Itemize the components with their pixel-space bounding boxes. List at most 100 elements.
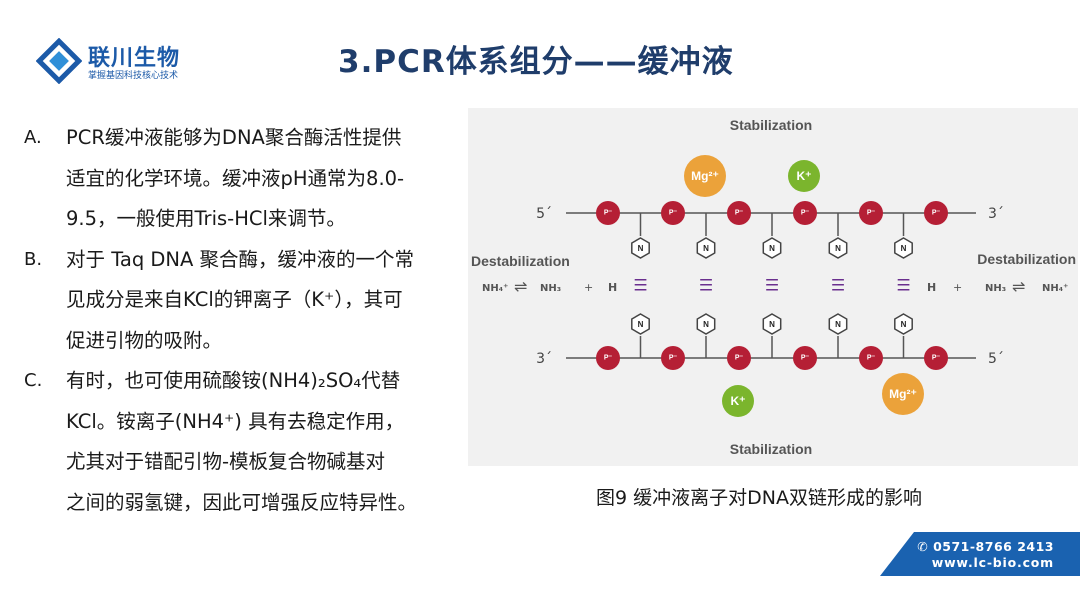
base-hexagon — [696, 237, 716, 259]
hydrogen-bond: ☰ — [896, 278, 910, 295]
phosphate-circle — [727, 201, 751, 225]
contact-phone: ✆ 0571-8766 2413 — [917, 539, 1054, 554]
base-label: N — [901, 244, 907, 253]
logo-diamond-icon — [36, 38, 82, 84]
top-strand-5prime: 5´ — [536, 206, 552, 222]
phosphate-circle — [661, 201, 685, 225]
mg-ion-top-label: Mg²⁺ — [691, 169, 719, 183]
k-ion-top-label: K⁺ — [797, 169, 812, 183]
base-label: N — [703, 244, 709, 253]
ammonium-left: NH₄⁺ — [482, 283, 508, 294]
base-hexagon — [828, 313, 848, 335]
phosphate-label: P⁻ — [669, 355, 678, 362]
list-line: 适宜的化学环境。缓冲液pH通常为8.0- — [66, 166, 405, 190]
phosphate-circle — [859, 346, 883, 370]
list-line: KCl。铵离子(NH4⁺) 具有去稳定作用， — [66, 409, 405, 433]
dna-diagram: NN☰NN☰NN☰NN☰NN☰P⁻P⁻P⁻P⁻P⁻P⁻P⁻P⁻P⁻P⁻P⁻P⁻M… — [471, 117, 1076, 457]
base-hexagon — [631, 237, 650, 259]
stabilization-top-label: Stabilization — [730, 117, 812, 133]
slide-title: 3.PCR体系组分——缓冲液 — [338, 44, 734, 80]
base-hexagon — [631, 313, 650, 335]
phosphate-circle — [924, 201, 948, 225]
phosphate-label: P⁻ — [735, 355, 744, 362]
list-line: PCR缓冲液能够为DNA聚合酶活性提供 — [66, 126, 402, 149]
hydrogen-bond: ☰ — [699, 278, 713, 295]
list-line: 促进引物的吸附。 — [66, 328, 223, 352]
list-line: 对于 Taq DNA 聚合酶，缓冲液的一个常 — [66, 247, 415, 271]
hydrogen-bond: ☰ — [633, 278, 647, 295]
stabilization-bottom-label: Stabilization — [730, 441, 812, 457]
bullet-list: A. PCR缓冲液能够为DNA聚合酶活性提供 适宜的化学环境。缓冲液pH通常为8… — [24, 118, 469, 523]
hydrogen-bond: ☰ — [831, 278, 845, 295]
top-strand-3prime: 3´ — [988, 206, 1004, 222]
logo-tagline: 掌握基因科技核心技术 — [88, 71, 179, 81]
plus-left: + — [584, 281, 593, 294]
list-line: 有时，也可使用硫酸铵(NH4)₂SO₄代替 — [66, 369, 401, 392]
k-ion-bottom-label: K⁺ — [731, 394, 746, 408]
hydrogen-left: H — [608, 281, 617, 294]
phosphate-circle — [596, 346, 620, 370]
phosphate-circle — [924, 346, 948, 370]
list-marker: B. — [24, 248, 43, 270]
base-label: N — [835, 244, 841, 253]
contact-website[interactable]: www.lc-bio.com — [931, 555, 1054, 570]
base-label: N — [835, 320, 841, 329]
phosphate-circle — [793, 346, 817, 370]
ammonia-right: NH₃ — [985, 283, 1006, 294]
phosphate-label: P⁻ — [867, 210, 876, 217]
hydrogen-bond: ☰ — [765, 278, 779, 295]
phosphate-circle — [596, 201, 620, 225]
base-label: N — [769, 244, 775, 253]
plus-right: + — [953, 281, 962, 294]
phosphate-label: P⁻ — [801, 210, 810, 217]
list-item-c: C. 有时，也可使用硫酸铵(NH4)₂SO₄代替 KCl。铵离子(NH4⁺) 具… — [24, 361, 469, 523]
base-label: N — [703, 320, 709, 329]
base-label: N — [638, 320, 644, 329]
contact-background — [880, 532, 1080, 576]
k-ion-top — [788, 160, 820, 192]
list-line: 9.5，一般使用Tris-HCl来调节。 — [66, 207, 346, 230]
mg-ion-bottom — [882, 373, 924, 415]
logo-name: 联川生物 — [88, 46, 181, 71]
destabilization-left-label: Destabilization — [471, 253, 570, 269]
phosphate-label: P⁻ — [604, 210, 613, 217]
hydrogen-right: H — [927, 281, 936, 294]
figure-caption: 图9 缓冲液离子对DNA双链形成的影响 — [596, 487, 922, 509]
equilibrium-arrow-right: ⇌ — [1012, 277, 1025, 296]
ammonium-right: NH₄⁺ — [1042, 283, 1068, 294]
company-logo: 联川生物 掌握基因科技核心技术 — [36, 38, 186, 84]
base-hexagon — [828, 237, 848, 259]
mg-ion-top — [684, 155, 726, 197]
phosphate-label: P⁻ — [801, 355, 810, 362]
bottom-strand-5prime: 5´ — [988, 351, 1004, 367]
phosphate-circle — [793, 201, 817, 225]
base-hexagon — [762, 237, 782, 259]
phosphate-label: P⁻ — [604, 355, 613, 362]
phosphate-label: P⁻ — [932, 355, 941, 362]
phosphate-label: P⁻ — [735, 210, 744, 217]
k-ion-bottom — [722, 385, 754, 417]
list-item-b: B. 对于 Taq DNA 聚合酶，缓冲液的一个常 见成分是来自KCl的钾离子（… — [24, 240, 469, 362]
list-line: 之间的弱氢键，因此可增强反应特异性。 — [66, 490, 418, 514]
list-line: 见成分是来自KCl的钾离子（K⁺），其可 — [66, 288, 403, 311]
list-marker: A. — [24, 127, 42, 148]
mg-ion-bottom-label: Mg²⁺ — [889, 387, 917, 401]
destabilization-right-label: Destabilization — [977, 251, 1076, 267]
base-label: N — [769, 320, 775, 329]
phosphate-circle — [859, 201, 883, 225]
bottom-strand-3prime: 3´ — [536, 351, 552, 367]
phosphate-circle — [727, 346, 751, 370]
ammonia-left: NH₃ — [540, 283, 561, 294]
base-hexagon — [762, 313, 782, 335]
list-marker: C. — [24, 370, 43, 391]
contact-badge: ✆ 0571-8766 2413 www.lc-bio.com — [880, 532, 1080, 576]
phosphate-label: P⁻ — [867, 355, 876, 362]
base-hexagon — [894, 313, 913, 335]
phosphate-circle — [661, 346, 685, 370]
list-line: 尤其对于错配引物-模板复合物碱基对 — [66, 450, 386, 473]
phosphate-label: P⁻ — [932, 210, 941, 217]
base-hexagon — [894, 237, 913, 259]
equilibrium-arrow-left: ⇌ — [514, 277, 527, 296]
base-label: N — [638, 244, 644, 253]
